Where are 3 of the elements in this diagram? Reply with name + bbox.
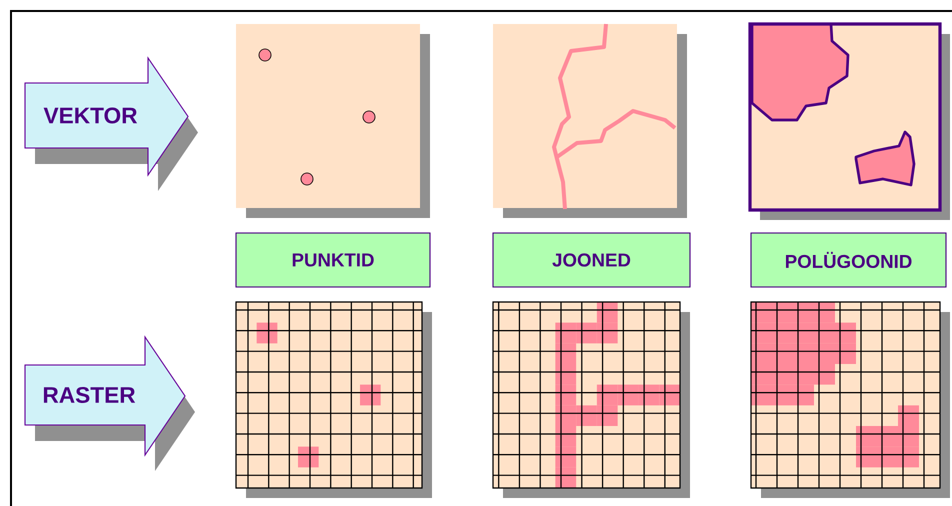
label-box: POLÜGOONID [750,232,947,288]
label-box: JOONED [492,232,691,288]
label-box: PUNKTID [235,232,431,288]
